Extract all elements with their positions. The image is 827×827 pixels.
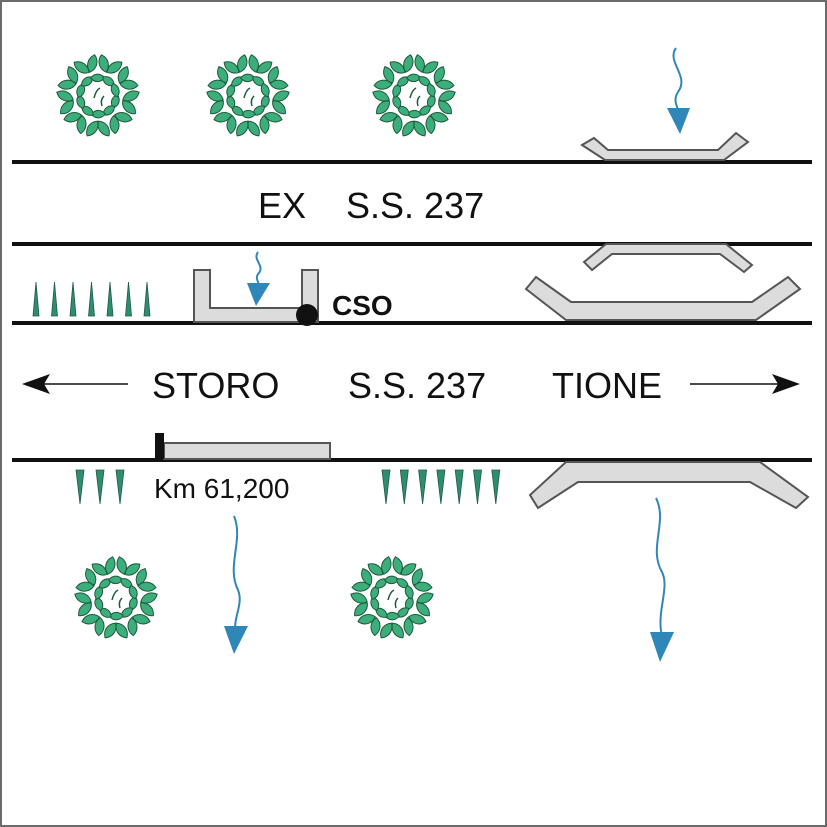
tree-icon — [74, 556, 158, 639]
water-flow-arrow-icon — [247, 251, 270, 306]
old-road-label: EX S.S. 237 — [258, 185, 484, 226]
water-flow-arrow-icon — [667, 47, 690, 134]
drainage-channel-top — [580, 131, 750, 161]
tree-icon — [350, 556, 434, 639]
water-flow-arrow-icon — [224, 515, 248, 654]
gate-marker — [155, 433, 164, 459]
direction-arrow-left-icon — [22, 374, 128, 394]
direction-arrow-right-icon — [690, 374, 800, 394]
km-marker-label: Km 61,200 — [154, 473, 289, 504]
collection-tank — [193, 269, 319, 323]
tree-icon — [56, 54, 140, 137]
sedimentation-basin — [163, 442, 331, 460]
cso-label: CSO — [332, 290, 393, 321]
drainage-channel-bottom — [528, 461, 810, 510]
tione-label: TIONE — [552, 365, 662, 406]
drainage-channel-mid-large — [524, 275, 802, 321]
water-flow-arrow-icon — [650, 497, 674, 662]
drainage-channel-mid-small — [582, 243, 754, 274]
grass-icon — [381, 469, 501, 505]
cso-outfall-icon — [296, 304, 318, 326]
storo-label: STORO — [152, 365, 279, 406]
grass-icon — [32, 281, 151, 317]
tree-icon — [206, 54, 290, 137]
grass-icon — [75, 469, 125, 505]
decoration-layer — [32, 47, 690, 662]
tree-icon — [372, 54, 456, 137]
road-label: S.S. 237 — [348, 365, 486, 406]
